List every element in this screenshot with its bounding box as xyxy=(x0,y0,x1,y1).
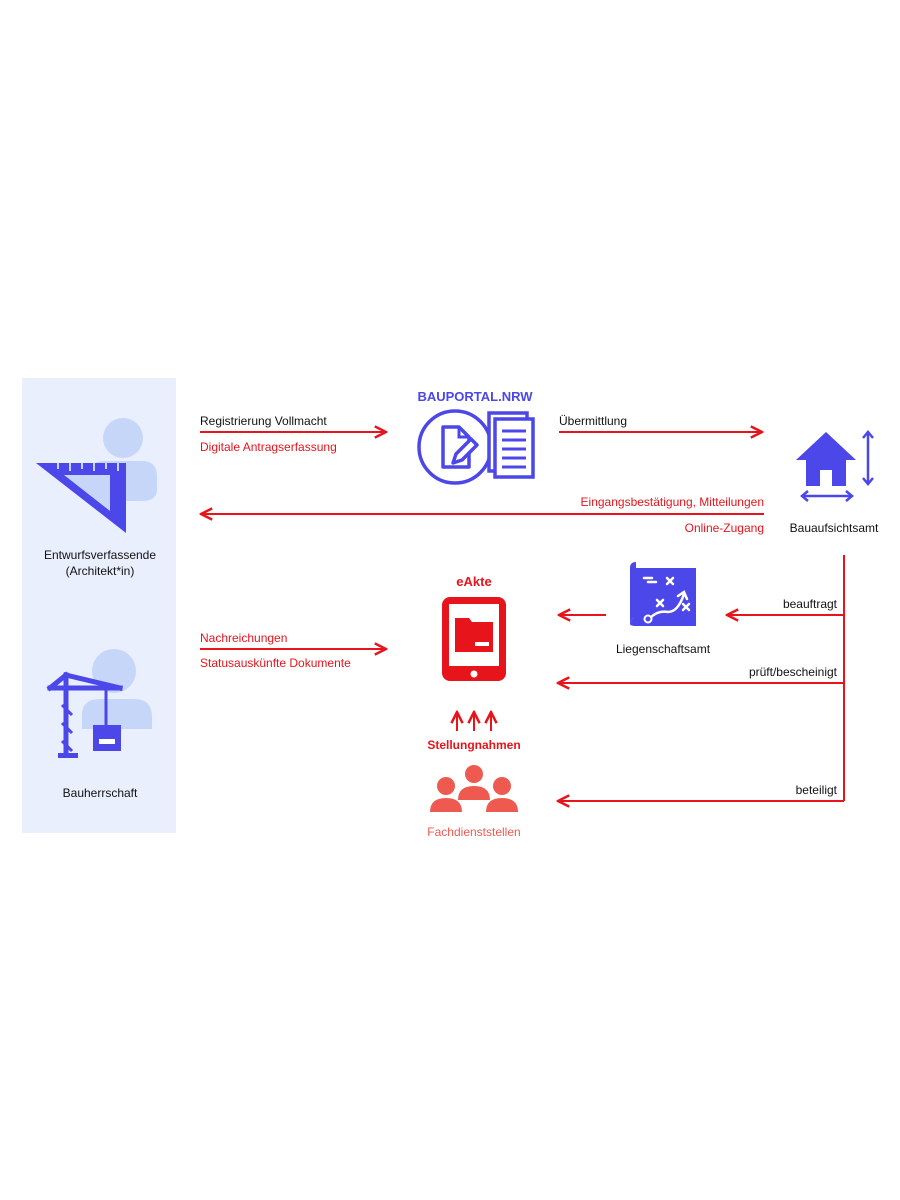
flow-label-confirm: Eingangsbestätigung, Mitteilungen xyxy=(580,495,764,509)
actor-panel xyxy=(22,378,176,833)
flow-label-transmit: Übermittlung xyxy=(559,414,628,428)
tablet-folder-icon xyxy=(442,597,506,681)
crane-icon xyxy=(46,649,152,758)
flow-label-prueft: prüft/bescheinigt xyxy=(748,665,837,679)
flow-label-digital: Digitale Antragserfassung xyxy=(200,440,337,454)
people-group-icon xyxy=(430,765,518,812)
designer-sublabel: (Architekt*in) xyxy=(65,564,135,578)
house-dimensions-icon xyxy=(796,430,874,502)
flow-label-status: Statusauskünfte Dokumente xyxy=(200,656,351,670)
document-edit-icon xyxy=(417,409,535,485)
triangle-ruler-icon xyxy=(36,418,157,533)
flow-label-beteiligt: beteiligt xyxy=(795,783,837,797)
land-registry-label: Liegenschaftsamt xyxy=(615,642,711,656)
flow-label-stellung: Stellungnahmen xyxy=(427,738,521,752)
flow-label-register: Registrierung Vollmacht xyxy=(200,414,327,428)
authority-label: Bauaufsichtsamt xyxy=(789,521,879,535)
client-label: Bauherrschaft xyxy=(62,786,138,800)
flow-label-online: Online-Zugang xyxy=(684,521,764,535)
portal-title: BAUPORTAL.NRW xyxy=(417,389,533,404)
designer-label: Entwurfsverfassende xyxy=(43,548,157,562)
eakte-title: eAkte xyxy=(456,574,492,589)
map-plan-icon xyxy=(630,562,696,626)
flow-label-nach: Nachreichungen xyxy=(200,631,288,645)
agencies-label: Fachdienststellen xyxy=(427,825,521,839)
flow-label-beauftragt: beauftragt xyxy=(782,597,837,611)
